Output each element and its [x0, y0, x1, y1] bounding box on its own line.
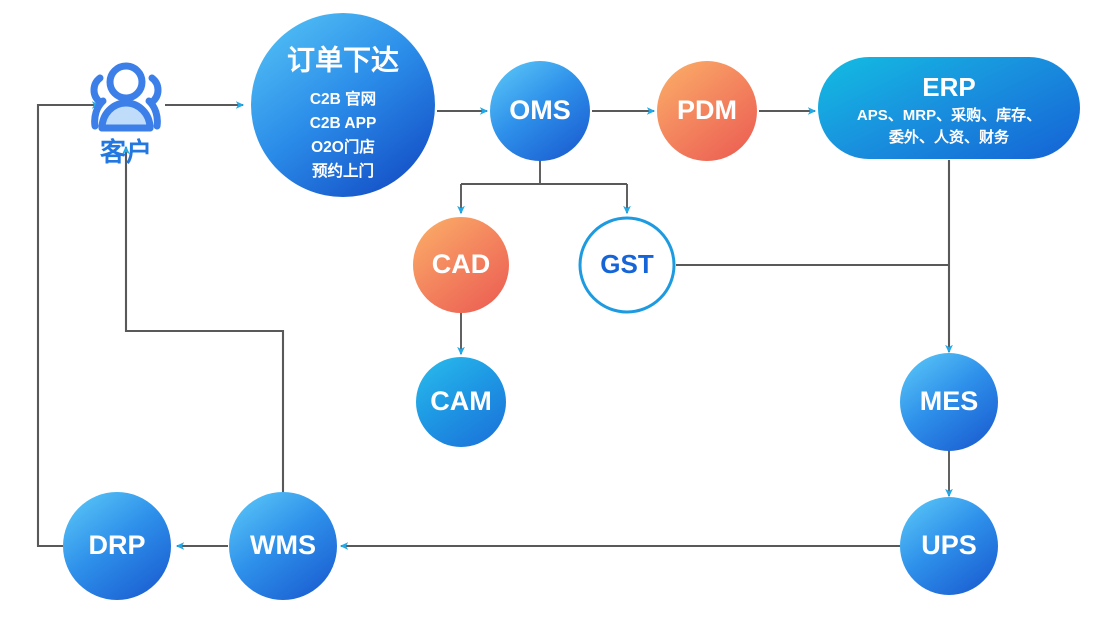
- node-drp-label: DRP: [88, 530, 145, 560]
- node-cam-label: CAM: [430, 386, 492, 416]
- node-erp-title: ERP: [922, 72, 975, 102]
- node-wms-shape: [229, 492, 337, 600]
- node-erp-line-2: 委外、人资、财务: [889, 128, 1010, 146]
- node-order-line-3: O2O门店: [311, 137, 375, 156]
- node-mes-label: MES: [920, 386, 979, 416]
- node-cad-label: CAD: [432, 249, 491, 279]
- node-pdm-label: PDM: [677, 95, 737, 125]
- node-order-shape: [251, 13, 435, 197]
- node-ups-label: UPS: [921, 530, 977, 560]
- node-order-line-4: 预约上门: [312, 161, 374, 180]
- node-customer[interactable]: 客户: [90, 62, 162, 167]
- node-drp-shape: [63, 492, 171, 600]
- node-oms-shape: [490, 61, 590, 161]
- node-gst-shape: [578, 216, 676, 314]
- node-order[interactable]: 订单下达 C2B 官网 C2B APP O2O门店 预约上门: [251, 13, 435, 197]
- node-wms[interactable]: WMS: [229, 492, 337, 600]
- node-cam-shape: [416, 357, 506, 447]
- node-pdm[interactable]: PDM: [657, 61, 757, 161]
- node-mes[interactable]: MES: [900, 353, 998, 451]
- node-pdm-shape: [657, 61, 757, 161]
- node-erp[interactable]: ERP APS、MRP、采购、库存、 委外、人资、财务: [818, 57, 1080, 159]
- node-erp-line-1: APS、MRP、采购、库存、: [857, 106, 1041, 124]
- node-order-title: 订单下达: [287, 44, 399, 75]
- node-cam[interactable]: CAM: [416, 357, 506, 447]
- node-order-line-2: C2B APP: [310, 115, 377, 132]
- node-wms-label: WMS: [250, 530, 316, 560]
- node-ups-shape: [900, 497, 998, 595]
- edge-drp-to-customer: [36, 101, 101, 548]
- node-order-line-1: C2B 官网: [310, 89, 376, 108]
- node-mes-shape: [900, 353, 998, 451]
- node-gst-label: GST: [600, 249, 654, 279]
- node-drp[interactable]: DRP: [63, 492, 171, 600]
- node-cad[interactable]: CAD: [413, 217, 509, 313]
- edge-wms-to-customer: [122, 145, 285, 495]
- node-customer-label: 客户: [100, 137, 152, 167]
- node-cad-shape: [413, 217, 509, 313]
- node-gst[interactable]: GST: [578, 216, 676, 314]
- node-ups[interactable]: UPS: [900, 497, 998, 595]
- node-oms[interactable]: OMS: [490, 61, 590, 161]
- people-group-icon: [90, 62, 162, 132]
- node-oms-label: OMS: [509, 95, 571, 125]
- node-erp-shape: [818, 57, 1080, 159]
